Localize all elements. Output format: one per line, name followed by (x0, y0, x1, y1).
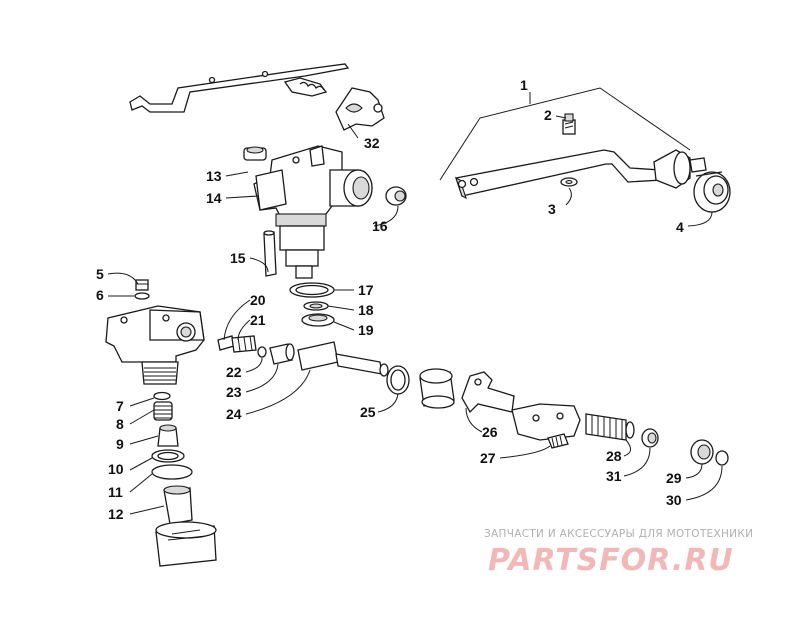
callout-15: 15 (230, 250, 246, 266)
washer-6 (134, 292, 150, 300)
oring-18 (303, 301, 329, 311)
cap-13 (243, 146, 267, 161)
callout-3: 3 (548, 201, 556, 217)
fitting-16 (385, 186, 407, 206)
valve-9 (157, 424, 179, 447)
callout-29: 29 (666, 470, 682, 486)
plug-5 (135, 279, 149, 291)
ring-30 (715, 450, 729, 466)
spring-28 (585, 413, 635, 441)
callout-17: 17 (358, 282, 374, 298)
throttle-body-14 (253, 145, 373, 279)
spring-8 (153, 401, 173, 421)
callout-6: 6 (96, 287, 104, 303)
washer-22 (257, 346, 267, 358)
callout-19: 19 (358, 322, 374, 338)
callout-5: 5 (96, 266, 104, 282)
base-cylinder (155, 521, 217, 567)
body-housing (511, 403, 581, 441)
ring-10 (151, 449, 185, 463)
housing-block (105, 305, 205, 385)
screw-27 (547, 433, 569, 449)
tube-26 (461, 371, 515, 414)
leader-lines (107, 92, 723, 515)
washer-3 (560, 177, 578, 187)
callout-31: 31 (606, 468, 622, 484)
pulley-4 (693, 171, 731, 213)
callout-2: 2 (544, 107, 552, 123)
callouts: 1 2 3 4 5 6 7 8 9 10 11 12 13 14 15 16 1… (96, 77, 684, 522)
callout-13: 13 (206, 168, 222, 184)
callout-7: 7 (116, 398, 124, 414)
spring-21 (231, 335, 257, 353)
watermark-logo: PARTSFOR.RU (488, 543, 734, 578)
watermark-tagline: ЗАПЧАСТИ И АКСЕССУАРЫ ДЛЯ МОТОТЕХНИКИ (484, 528, 753, 540)
gasket-17 (289, 282, 335, 298)
callout-21: 21 (250, 312, 266, 328)
bushing-23 (269, 343, 295, 365)
nozzle-12 (163, 485, 193, 525)
seal-19 (301, 313, 335, 327)
callout-20: 20 (250, 292, 266, 308)
bolt-2 (562, 113, 576, 135)
callout-30: 30 (666, 492, 682, 508)
pin-15 (263, 230, 277, 277)
callout-27: 27 (480, 450, 496, 466)
callout-14: 14 (206, 190, 222, 206)
oring-11 (151, 464, 193, 480)
fuel-rail-1 (439, 87, 707, 200)
oring-7 (153, 391, 171, 401)
sleeve (419, 368, 455, 409)
callout-23: 23 (226, 384, 242, 400)
bushing-31 (641, 428, 659, 448)
callout-25: 25 (360, 404, 376, 420)
callout-18: 18 (358, 302, 374, 318)
callout-12: 12 (108, 506, 124, 522)
callout-8: 8 (116, 416, 124, 432)
callout-4: 4 (676, 219, 684, 235)
callout-22: 22 (226, 364, 242, 380)
callout-28: 28 (606, 448, 622, 464)
callout-32: 32 (364, 135, 380, 151)
callout-11: 11 (108, 484, 123, 500)
lever-arm-assembly (129, 63, 350, 113)
callout-26: 26 (482, 424, 498, 440)
bracket-32 (335, 87, 385, 131)
cap-29 (690, 439, 714, 465)
shaft-24 (297, 341, 389, 377)
callout-9: 9 (116, 436, 124, 452)
watermark: ЗАПЧАСТИ И АКСЕССУАРЫ ДЛЯ МОТОТЕХНИКИ PA… (484, 528, 753, 578)
callout-10: 10 (108, 461, 124, 477)
callout-24: 24 (226, 406, 242, 422)
oring-25 (386, 365, 410, 395)
callout-16: 16 (372, 218, 388, 234)
callout-1: 1 (520, 77, 528, 93)
